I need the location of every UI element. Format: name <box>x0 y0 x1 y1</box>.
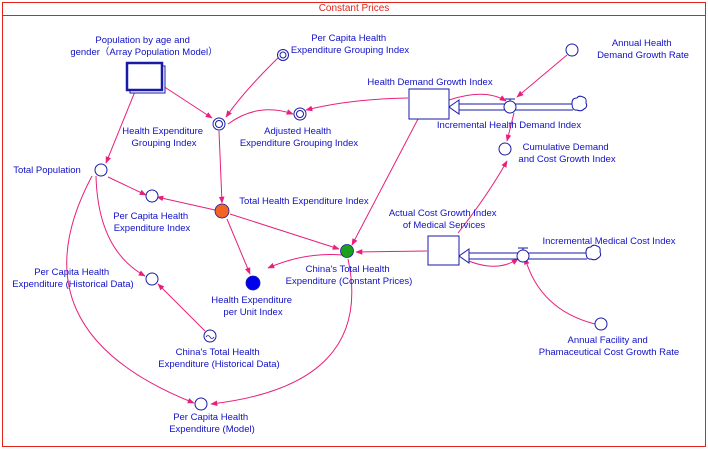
health-demand-growth-index-stock <box>408 88 450 120</box>
per-capita-grouping-index-node <box>277 49 289 61</box>
cost-source-cloud <box>585 244 602 261</box>
stocks <box>125 61 460 266</box>
label-chinas-total-constant: China's Total Health Expenditure (Consta… <box>286 264 413 287</box>
link-grouping-to-adjusted-grouping <box>227 109 294 125</box>
auxiliaries <box>94 43 608 411</box>
annual-facility-rate-node <box>594 317 608 331</box>
link-per-capita-grouping-to-grouping-index <box>225 57 279 118</box>
cost-flow-arrowhead <box>458 248 470 264</box>
cumulative-index-node <box>498 142 512 156</box>
link-total-health-index-to-per-capita-index <box>156 195 216 211</box>
adjusted-grouping-index-node <box>293 107 307 121</box>
link-historical-total-to-per-capita-historical <box>157 283 206 332</box>
valves <box>503 98 530 263</box>
per-capita-index-node <box>145 189 159 203</box>
link-annual-demand-rate-to-incremental-demand <box>516 54 568 98</box>
label-per-capita-historical: Per Capita Health Expenditure (Historica… <box>12 267 133 290</box>
label-per-unit-index: Health Expenditure per Unit Index <box>211 295 294 318</box>
annual-demand-growth-rate-node <box>565 43 579 57</box>
label-per-capita-grouping-index: Per Capita Health Expenditure Grouping I… <box>291 33 410 56</box>
link-total-population-to-per-capita-model <box>66 175 195 404</box>
link-demand-growth-to-adjusted-grouping <box>305 97 409 112</box>
label-cumulative-index: Cumulative Demand and Cost Growth Index <box>518 142 615 165</box>
link-actual-cost-to-cumulative-index <box>457 160 508 234</box>
label-per-capita-index: Per Capita Health Expenditure Index <box>113 211 191 234</box>
link-total-population-to-per-capita-historical <box>95 175 146 277</box>
link-annual-facility-rate-to-incremental-cost <box>524 257 596 325</box>
link-population-to-grouping-index <box>162 85 213 119</box>
label-annual-demand-growth-rate: Annual Health Demand Growth Rate <box>597 38 689 61</box>
link-chinas-total-to-per-unit-index <box>267 254 343 269</box>
label-historical-total: China's Total Health Expenditure (Histor… <box>158 347 279 370</box>
label-total-population: Total Population <box>13 165 81 176</box>
incremental-demand-valve <box>503 98 517 114</box>
incremental-cost-valve <box>516 247 530 263</box>
link-population-to-total-population <box>105 88 137 164</box>
diagram-title: Constant Prices <box>3 3 705 16</box>
total-health-index-node <box>214 203 230 219</box>
label-per-capita-model: Per Capita Health Expenditure (Model) <box>169 412 255 435</box>
clouds <box>571 95 602 261</box>
causal-links <box>66 54 596 407</box>
label-annual-facility-rate: Annual Facility and Phamaceutical Cost G… <box>539 335 679 358</box>
demand-flow-pipe <box>459 103 573 111</box>
link-total-population-to-per-capita-index <box>107 176 147 196</box>
label-health-demand-growth-index: Health Demand Growth Index <box>367 77 492 88</box>
label-population-model: Population by age and gender（Array Popul… <box>70 35 217 58</box>
health-expenditure-grouping-index-node <box>212 117 226 131</box>
historical-total-node <box>203 329 217 343</box>
link-grouping-to-total-health-index <box>218 130 225 204</box>
link-demand-growth-to-incremental-demand <box>448 93 507 102</box>
link-incremental-demand-to-cumulative-index <box>505 112 515 142</box>
demand-source-cloud <box>571 95 588 112</box>
link-total-health-index-to-per-unit-index <box>226 218 251 275</box>
per-capita-model-node <box>194 397 208 411</box>
per-unit-index-node <box>245 275 261 291</box>
total-population-node <box>94 163 108 177</box>
link-chinas-total-to-per-capita-model <box>210 258 353 407</box>
link-demand-growth-to-chinas-total <box>351 118 419 246</box>
chinas-total-constant-node <box>340 244 354 258</box>
per-capita-historical-node <box>145 272 159 286</box>
label-incremental-demand-index: Incremental Health Demand Index <box>437 120 581 131</box>
label-adjusted-grouping-index: Adjusted Health Expenditure Grouping Ind… <box>240 126 359 149</box>
demand-flow-arrowhead <box>448 99 460 115</box>
actual-cost-growth-index-stock <box>427 235 460 266</box>
link-total-health-index-to-chinas-total <box>229 213 340 250</box>
link-actual-cost-to-chinas-total <box>355 249 428 255</box>
node-labels: Population by age and gender（Array Popul… <box>12 33 689 435</box>
label-grouping-index: Health Expenditure Grouping Index <box>122 126 205 149</box>
label-incremental-cost-index: Incremental Medical Cost Index <box>542 236 675 247</box>
label-total-health-index: Total Health Expenditure Index <box>239 196 369 207</box>
population-model-stock <box>125 61 166 94</box>
label-actual-cost-growth-index: Actual Cost Growth Index of Medical Serv… <box>389 208 499 231</box>
